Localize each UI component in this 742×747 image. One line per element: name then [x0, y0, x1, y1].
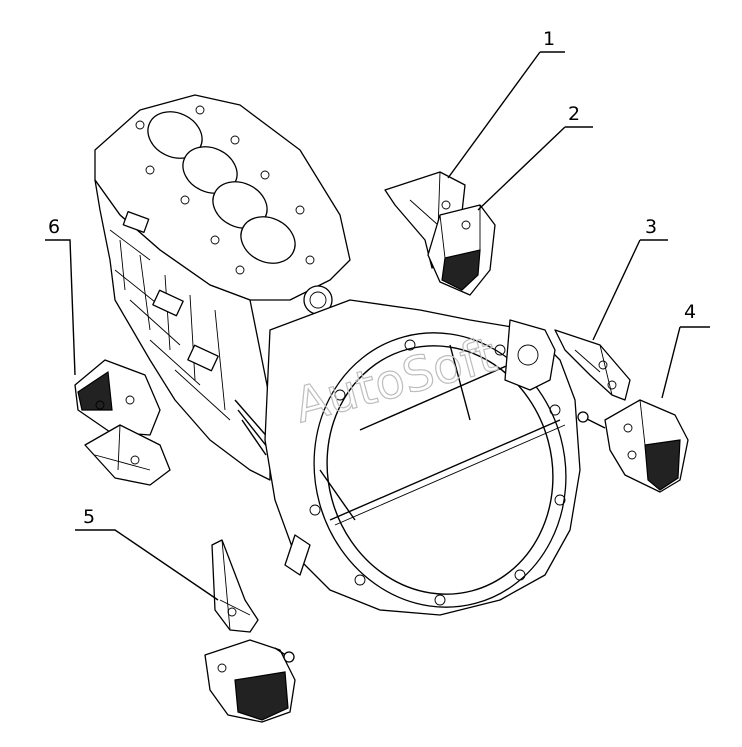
part-4-rubber-mount [577, 399, 689, 493]
callout-5: 5 [83, 506, 95, 528]
callout-6: 6 [48, 216, 60, 238]
part-6-rubber-mount [74, 359, 161, 436]
callout-3: 3 [645, 216, 657, 238]
callout-2: 2 [568, 103, 580, 125]
part-3-mount-bracket [554, 329, 631, 401]
part-5-rubber-mount [204, 639, 296, 723]
part-6-mount-bracket [84, 424, 171, 486]
callout-leaders [45, 51, 710, 601]
engine-block [94, 94, 351, 481]
part-5-mount-bracket [211, 539, 259, 633]
callout-1: 1 [543, 28, 555, 50]
flywheel-housing [264, 299, 581, 616]
callout-labels: 1 2 3 4 5 6 [48, 28, 696, 528]
part-2-rubber-mount [427, 204, 496, 296]
callout-4: 4 [684, 301, 696, 323]
